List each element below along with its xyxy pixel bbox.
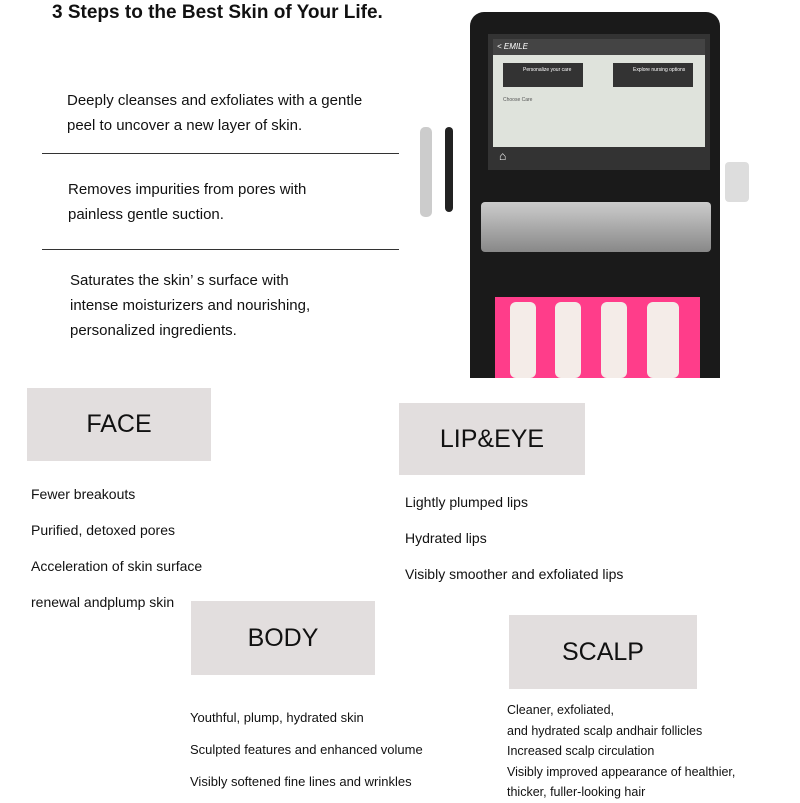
- machine-screen: < EMILE Personalize your care Explore nu…: [488, 34, 710, 170]
- list-item: Visibly softened fine lines and wrinkles: [190, 774, 412, 789]
- page-title: 3 Steps to the Best Skin of Your Life.: [52, 2, 383, 23]
- list-item: Sculpted features and enhanced volume: [190, 742, 423, 757]
- category-label: BODY: [247, 623, 319, 652]
- list-item: Visibly improved appearance of healthier…: [507, 764, 736, 779]
- step-1: Deeply cleanses and exfoliates with a ge…: [67, 88, 362, 138]
- list-item: Visibly smoother and exfoliated lips: [405, 566, 624, 582]
- step-text: intense moisturizers and nourishing,: [70, 297, 311, 314]
- list-item: renewal andplump skin: [31, 594, 175, 610]
- handpiece: [445, 127, 453, 212]
- list-item: Acceleration of skin surface: [31, 558, 203, 574]
- category-label: SCALP: [562, 637, 644, 666]
- list-item: Cleaner, exfoliated,: [507, 703, 615, 717]
- divider: [42, 249, 399, 250]
- step-text: peel to uncover a new layer of skin.: [67, 117, 303, 134]
- divider: [42, 153, 399, 154]
- step-text: Saturates the skin’ s surface with: [70, 272, 289, 289]
- machine-photo: < EMILE Personalize your care Explore nu…: [415, 12, 760, 378]
- face-list: Fewer breakouts Purified, detoxed pores …: [31, 476, 202, 620]
- machine-tray: [481, 202, 711, 252]
- step-2: Removes impurities from pores with painl…: [68, 177, 306, 227]
- step-text: painless gentle suction.: [68, 206, 224, 223]
- category-face: FACE: [27, 388, 211, 461]
- step-text: personalized ingredients.: [70, 322, 237, 339]
- list-item: Fewer breakouts: [31, 486, 136, 502]
- list-item: Youthful, plump, hydrated skin: [190, 710, 364, 725]
- step-3: Saturates the skin’ s surface with inten…: [70, 268, 310, 343]
- body-list: Youthful, plump, hydrated skin Sculpted …: [190, 702, 423, 798]
- list-item: Hydrated lips: [405, 530, 487, 546]
- category-body: BODY: [191, 601, 375, 675]
- handpiece: [420, 127, 432, 217]
- list-item: and hydrated scalp andhair follicles: [507, 723, 703, 738]
- step-text: Removes impurities from pores with: [68, 181, 307, 198]
- list-item: Purified, detoxed pores: [31, 522, 175, 538]
- scalp-list: Cleaner, exfoliated, and hydrated scalp …: [507, 700, 735, 803]
- category-scalp: SCALP: [509, 615, 697, 689]
- list-item: Lightly plumped lips: [405, 494, 528, 510]
- category-label: LIP&EYE: [439, 424, 545, 453]
- list-item: Increased scalp circulation: [507, 744, 655, 758]
- category-lipeye: LIP&EYE: [399, 403, 585, 475]
- home-icon: ⌂: [499, 149, 507, 163]
- lipeye-list: Lightly plumped lips Hydrated lips Visib…: [405, 484, 623, 592]
- step-text: Deeply cleanses and exfoliates with a ge…: [67, 92, 363, 109]
- list-item: thicker, fuller-looking hair: [507, 785, 646, 799]
- category-label: FACE: [86, 410, 152, 438]
- handpiece: [725, 162, 749, 202]
